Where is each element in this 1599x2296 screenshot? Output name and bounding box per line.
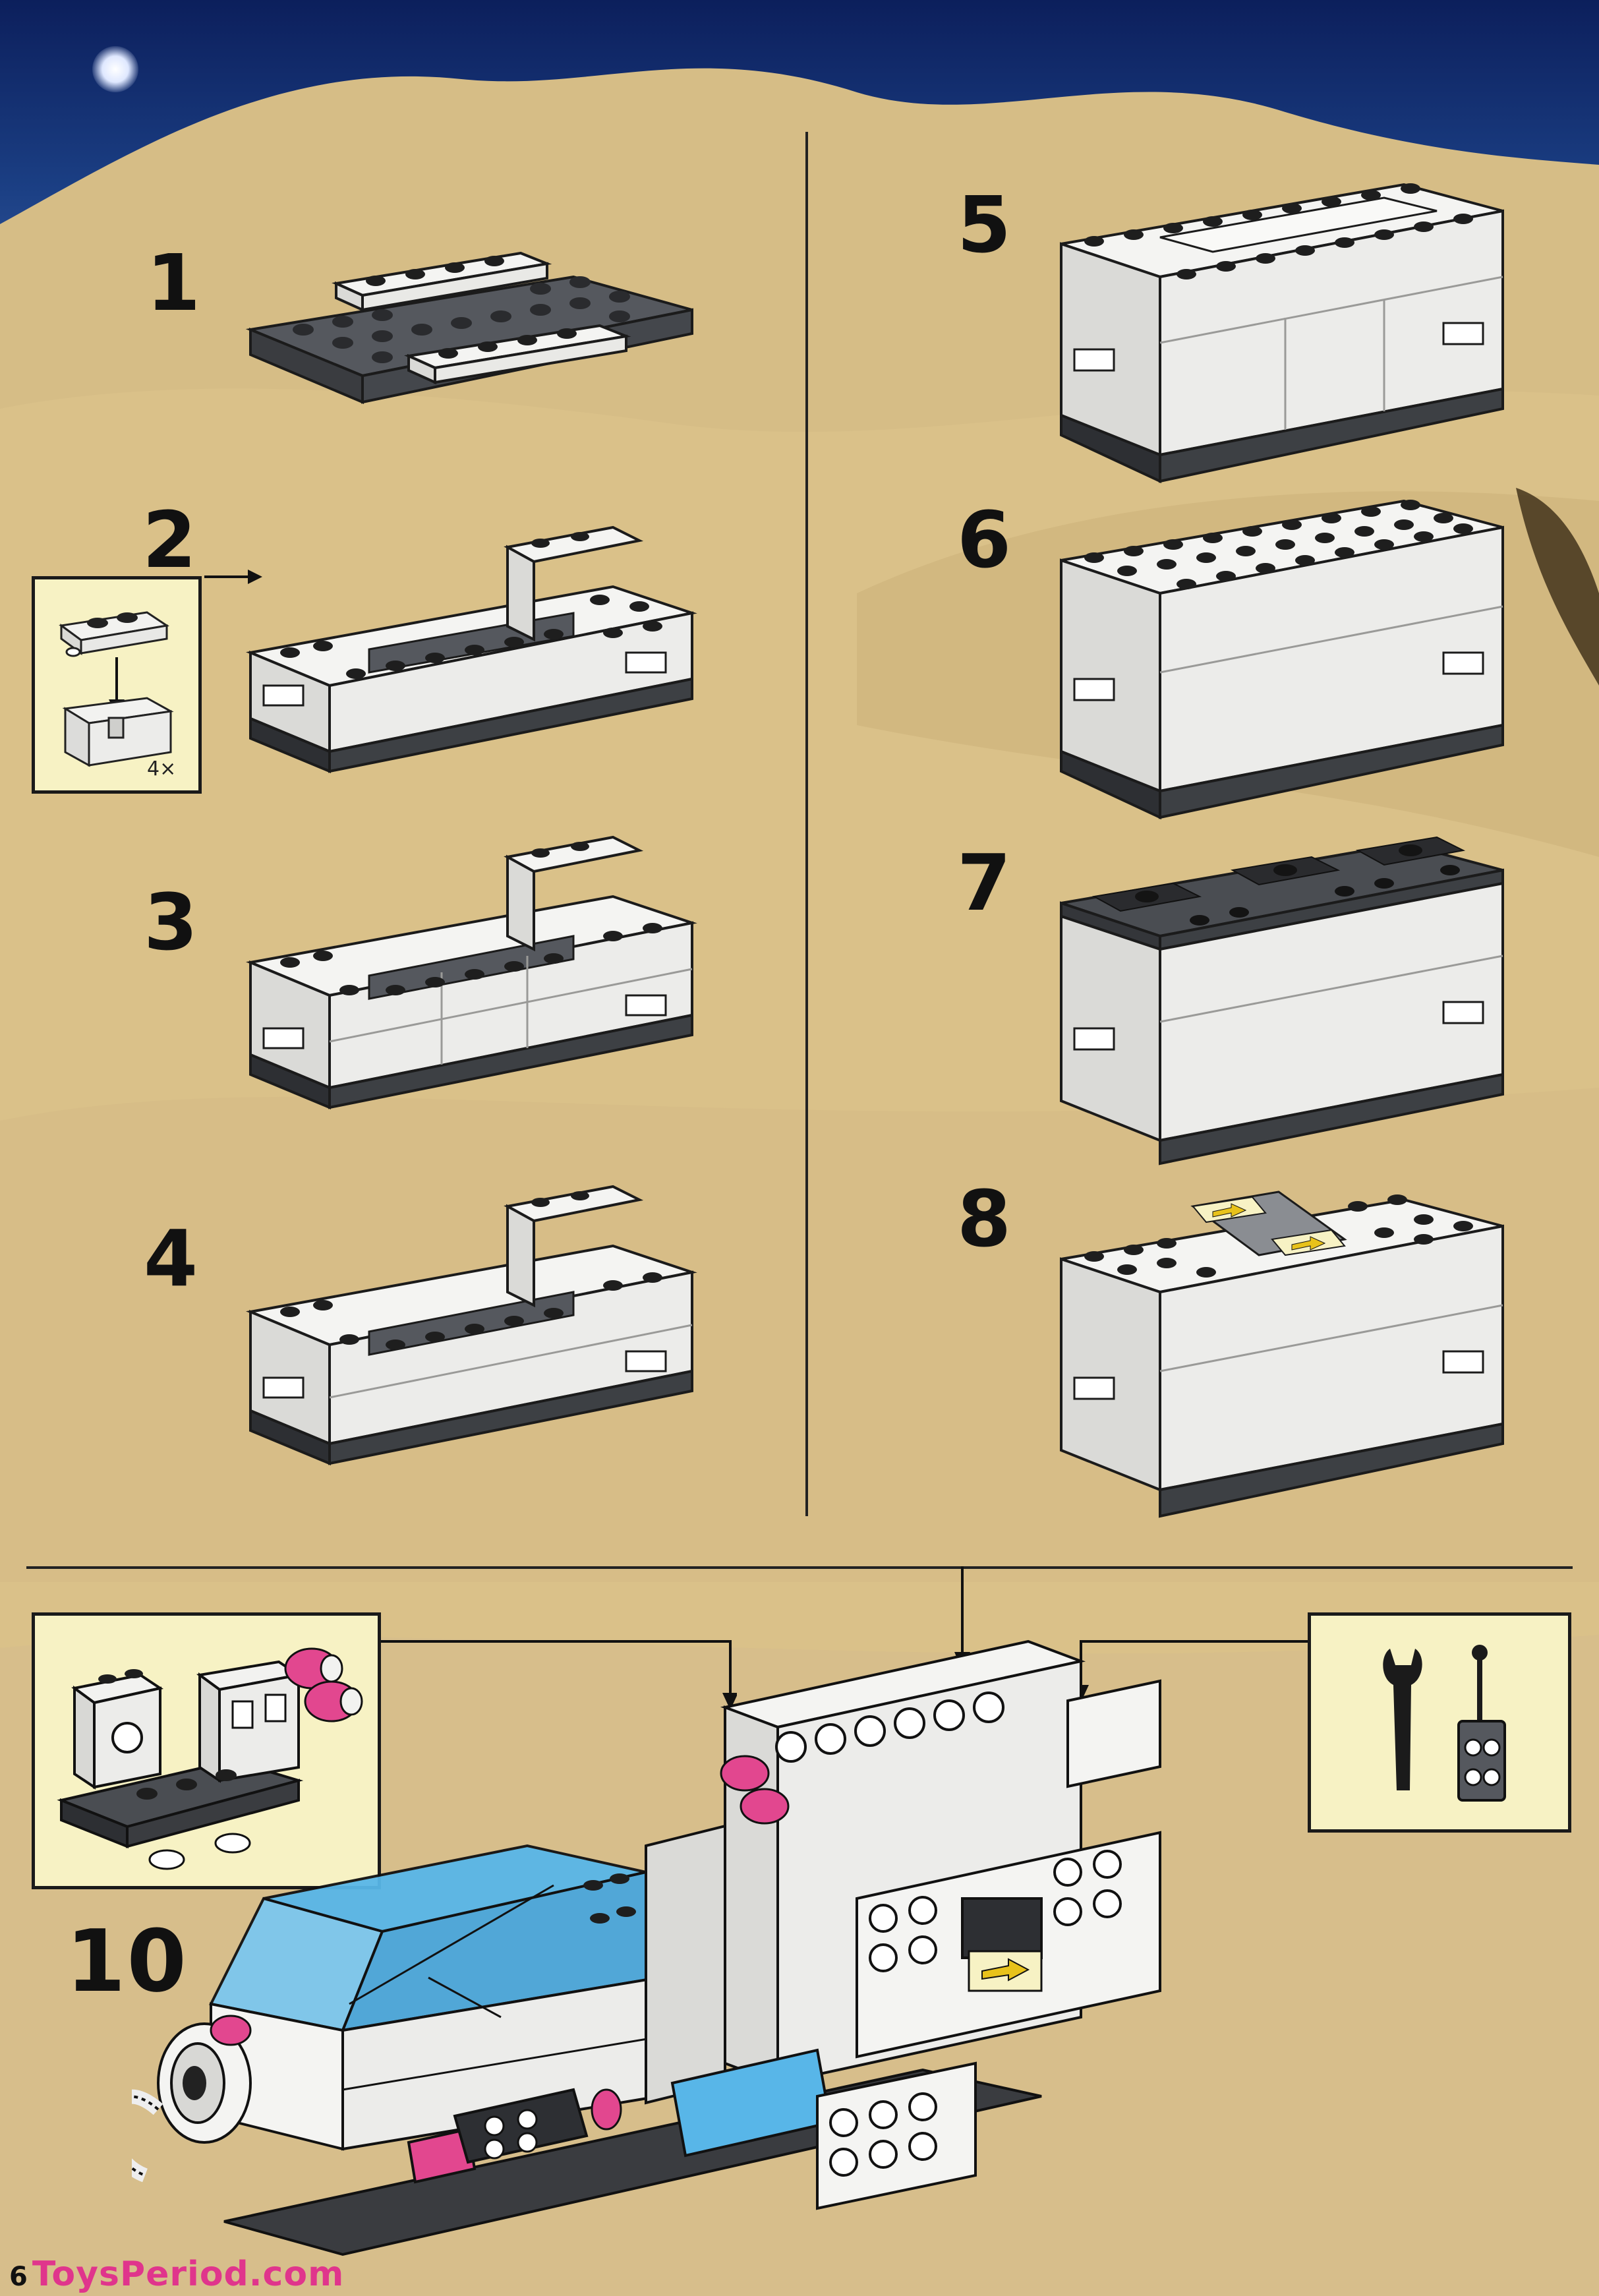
watermark-text: ToysPeriod.com [32, 2254, 345, 2294]
quantity-label: 4× [147, 757, 177, 780]
step-10-vehicle [132, 1639, 1161, 2256]
tools-inset [1308, 1612, 1571, 1833]
subassembly-inset: 4× [32, 576, 202, 794]
page-number: 6 [9, 2262, 28, 2292]
step-4-model [245, 1185, 697, 1465]
step-3-model [245, 835, 697, 1109]
step-number-8: 8 [957, 1173, 1013, 1264]
engine-subassembly-icon [57, 1647, 363, 1870]
clip-brick-icon [59, 611, 174, 767]
step-8-model [1060, 1191, 1504, 1518]
engine-subassembly-inset [32, 1612, 381, 1889]
step-5-model [1060, 183, 1504, 484]
step-6-model [1060, 499, 1504, 820]
arrow-right-icon [204, 570, 262, 584]
step-2-model [245, 525, 697, 773]
antenna-radio-icon [1457, 1645, 1506, 1802]
step-number-10: 10 [66, 1911, 188, 2011]
column-divider [805, 132, 808, 1516]
step-number-4: 4 [144, 1213, 200, 1304]
step-number-1: 1 [146, 237, 202, 328]
step-number-5: 5 [957, 179, 1013, 270]
step-1-model [245, 251, 693, 405]
moon-glow [92, 46, 138, 92]
step-number-6: 6 [957, 494, 1013, 585]
section-divider [26, 1566, 1573, 1569]
step-number-2: 2 [142, 494, 198, 585]
step-number-7: 7 [957, 837, 1013, 928]
connector-line-left [381, 1640, 737, 1710]
step-7-model [1060, 836, 1504, 1165]
step-number-3: 3 [144, 877, 200, 968]
wrench-icon [1383, 1649, 1422, 1790]
